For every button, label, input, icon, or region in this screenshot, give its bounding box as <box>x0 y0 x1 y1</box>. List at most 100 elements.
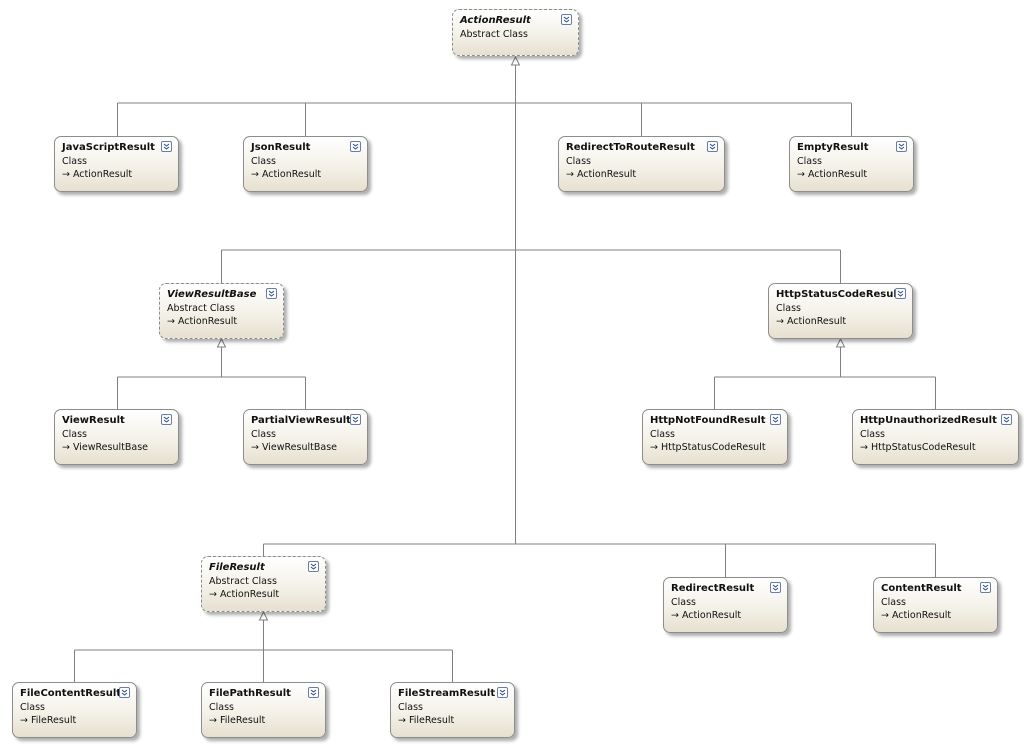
chevron-double-down-icon[interactable] <box>161 141 172 152</box>
chevron-double-down-icon[interactable] <box>308 561 319 572</box>
base-class-name: ViewResultBase <box>72 442 148 453</box>
base-class-name: ActionResult <box>219 589 280 600</box>
chevron-double-down-icon[interactable] <box>161 414 172 425</box>
chevron-double-down-icon[interactable] <box>350 141 361 152</box>
class-kind: Class <box>671 596 696 608</box>
class-name: RedirectResult <box>671 583 755 594</box>
class-name: FileResult <box>209 562 265 573</box>
base-class-line: →HttpStatusCodeResult <box>650 441 787 455</box>
chevron-double-down-icon[interactable] <box>266 288 277 299</box>
class-name: HttpNotFoundResult <box>650 415 766 426</box>
class-kind: Class <box>62 155 87 167</box>
base-class-name: ActionResult <box>807 169 868 180</box>
base-class-line: →ActionResult <box>167 315 283 329</box>
chevron-double-down-icon[interactable] <box>895 288 906 299</box>
base-class-name: ActionResult <box>177 316 238 327</box>
inherits-arrow-icon: → <box>398 715 406 726</box>
chevron-double-down-icon[interactable] <box>707 141 718 152</box>
inherits-arrow-icon: → <box>62 442 70 453</box>
chevron-double-down-icon[interactable] <box>770 414 781 425</box>
class-kind: Class <box>62 428 87 440</box>
inheritance-arrowhead <box>835 337 846 348</box>
class-name: HttpStatusCodeResult <box>776 289 902 300</box>
base-class-name: ActionResult <box>786 316 847 327</box>
base-class-line: →HttpStatusCodeResult <box>860 441 1018 455</box>
inherits-arrow-icon: → <box>209 715 217 726</box>
class-name: FileStreamResult <box>398 688 496 699</box>
class-kind: Class <box>251 428 276 440</box>
inherits-arrow-icon: → <box>671 610 679 621</box>
base-class-line: →ActionResult <box>671 609 787 623</box>
inherits-arrow-icon: → <box>20 715 28 726</box>
chevron-double-down-icon[interactable] <box>770 582 781 593</box>
class-kind: Class <box>209 701 234 713</box>
inheritance-arrowhead <box>216 337 227 348</box>
base-class-line: →ActionResult <box>62 168 178 182</box>
class-name: FileContentResult <box>20 688 122 699</box>
class-name: FilePathResult <box>209 688 291 699</box>
chevron-double-down-icon[interactable] <box>497 687 508 698</box>
inherits-arrow-icon: → <box>650 442 658 453</box>
class-kind: Class <box>776 302 801 314</box>
inherits-arrow-icon: → <box>251 169 259 180</box>
base-class-line: →ActionResult <box>776 315 912 329</box>
class-name: RedirectToRouteResult <box>566 142 695 153</box>
chevron-double-down-icon[interactable] <box>980 582 991 593</box>
class-kind: Class <box>650 428 675 440</box>
class-name: JsonResult <box>251 142 311 153</box>
class-kind: Class <box>251 155 276 167</box>
inherits-arrow-icon: → <box>167 316 175 327</box>
class-name: EmptyResult <box>797 142 869 153</box>
base-class-name: FileResult <box>30 715 77 726</box>
base-class-name: ActionResult <box>72 169 133 180</box>
chevron-double-down-icon[interactable] <box>1001 414 1012 425</box>
inherits-arrow-icon: → <box>776 316 784 327</box>
chevron-double-down-icon[interactable] <box>119 687 130 698</box>
base-class-name: HttpStatusCodeResult <box>870 442 976 453</box>
base-class-name: FileResult <box>219 715 266 726</box>
base-class-line: →ActionResult <box>209 588 325 602</box>
inheritance-arrowhead <box>510 55 521 66</box>
class-name: ViewResult <box>62 415 125 426</box>
class-kind: Class <box>860 428 885 440</box>
class-name: ContentResult <box>881 583 962 594</box>
chevron-double-down-icon[interactable] <box>308 687 319 698</box>
class-kind: Abstract Class <box>460 28 528 40</box>
class-kind: Class <box>398 701 423 713</box>
inherits-arrow-icon: → <box>251 442 259 453</box>
base-class-name: FileResult <box>408 715 455 726</box>
base-class-line: →ActionResult <box>251 168 367 182</box>
chevron-double-down-icon[interactable] <box>561 14 572 25</box>
inherits-arrow-icon: → <box>860 442 868 453</box>
base-class-name: ActionResult <box>681 610 742 621</box>
base-class-line: →ActionResult <box>797 168 913 182</box>
inherits-arrow-icon: → <box>566 169 574 180</box>
chevron-double-down-icon[interactable] <box>350 414 361 425</box>
base-class-name: ActionResult <box>576 169 637 180</box>
class-kind: Class <box>797 155 822 167</box>
class-kind: Class <box>20 701 45 713</box>
base-class-line: →FileResult <box>209 714 325 728</box>
class-kind: Abstract Class <box>209 575 277 587</box>
inherits-arrow-icon: → <box>797 169 805 180</box>
class-name: HttpUnauthorizedResult <box>860 415 997 426</box>
chevron-double-down-icon[interactable] <box>896 141 907 152</box>
class-kind: Class <box>566 155 591 167</box>
